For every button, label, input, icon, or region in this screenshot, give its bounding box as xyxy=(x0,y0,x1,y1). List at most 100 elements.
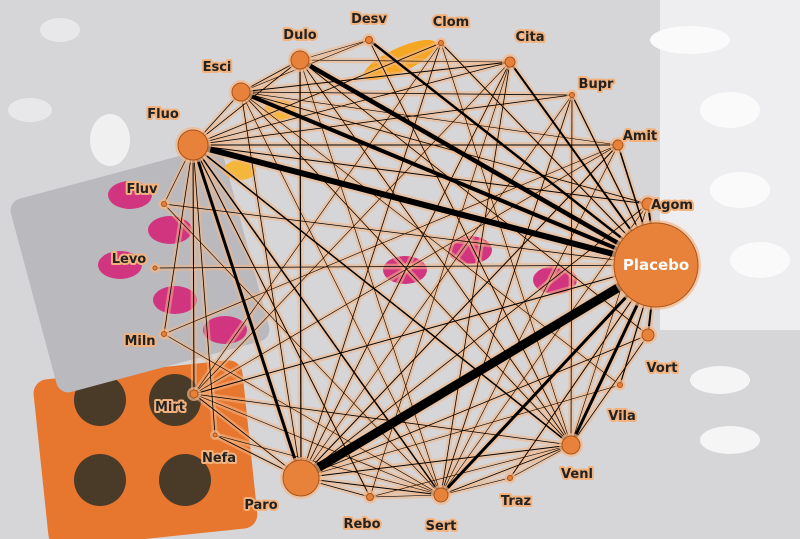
edge-vila-paro xyxy=(300,384,621,479)
edge-rebo-venl xyxy=(369,444,572,498)
edge-fluo-clom xyxy=(192,42,442,146)
node-label-venl: Venl xyxy=(561,467,593,482)
node-cita[interactable] xyxy=(504,56,516,68)
edge-fluo-mirt xyxy=(192,144,195,395)
edge-paro-vort xyxy=(300,334,649,479)
edge-fluo-venl xyxy=(192,144,572,446)
edge-dulo-sert xyxy=(299,59,442,496)
node-fluo[interactable] xyxy=(177,129,209,161)
node-agom[interactable] xyxy=(641,197,655,211)
edge-fluo-placebo xyxy=(192,142,657,268)
edge-sert-traz xyxy=(440,477,511,496)
node-label-cita: Cita xyxy=(516,30,545,45)
edge-fluo-sert xyxy=(192,144,442,496)
node-bupr[interactable] xyxy=(569,92,575,98)
node-label-fluv: Fluv xyxy=(126,182,158,197)
edge-bupr-venl xyxy=(570,94,573,446)
node-clom[interactable] xyxy=(438,40,444,46)
edge-paro-sert xyxy=(300,477,442,496)
edge-fluv-placebo xyxy=(163,203,657,266)
edge-fluo-agom xyxy=(192,144,649,205)
edge-fluo-bupr xyxy=(192,94,573,146)
node-label-miln: Miln xyxy=(124,334,155,349)
edge-fluo-rebo xyxy=(192,144,371,498)
node-label-fluo: Fluo xyxy=(147,107,179,122)
edge-paro-bupr xyxy=(300,94,573,479)
edge-fluo-nefa xyxy=(192,144,216,436)
node-nefa[interactable] xyxy=(212,432,218,438)
node-label-placebo: Placebo xyxy=(623,256,689,274)
edge-clom-placebo xyxy=(440,42,657,266)
node-label-agom: Agom xyxy=(651,198,693,213)
node-dulo[interactable] xyxy=(290,50,310,70)
edge-dulo-cita xyxy=(299,59,511,63)
edge-fluo-cita xyxy=(192,61,511,146)
edge-amit-sert xyxy=(440,144,619,496)
node-label-traz: Traz xyxy=(501,494,531,509)
node-label-nefa: Nefa xyxy=(202,451,236,466)
node-desv[interactable] xyxy=(365,36,373,44)
edge-dulo-vort xyxy=(299,59,649,336)
edge-vila-esci xyxy=(240,91,621,386)
edge-fluo-miln xyxy=(163,144,194,335)
edge-esci-bupr xyxy=(240,91,573,96)
edge-cita-sert xyxy=(440,61,511,496)
node-rebo[interactable] xyxy=(366,493,374,501)
node-vila[interactable] xyxy=(617,382,623,388)
edge-mirt-venl xyxy=(193,393,572,446)
edge-vort-venl xyxy=(570,334,649,446)
edge-amit-miln xyxy=(163,144,619,335)
edge-esci-agom xyxy=(240,91,649,205)
node-label-rebo: Rebo xyxy=(343,517,380,532)
node-label-amit: Amit xyxy=(623,129,657,144)
edge-mirt-sert xyxy=(193,393,442,496)
node-fluv[interactable] xyxy=(161,201,167,207)
node-label-paro: Paro xyxy=(244,498,277,513)
edge-paro-venl xyxy=(300,444,572,479)
node-sert[interactable] xyxy=(433,487,449,503)
node-label-dulo: Dulo xyxy=(283,28,317,43)
edge-fluv-sert xyxy=(163,203,442,496)
node-placebo[interactable] xyxy=(613,222,699,308)
node-traz[interactable] xyxy=(507,475,513,481)
node-label-sert: Sert xyxy=(426,519,457,534)
edge-clom-venl xyxy=(440,42,572,446)
edge-amit-mirt xyxy=(193,144,619,395)
node-label-esci: Esci xyxy=(203,60,232,75)
edge-levo-placebo xyxy=(154,264,657,269)
node-label-clom: Clom xyxy=(433,15,469,30)
node-miln[interactable] xyxy=(161,331,167,337)
edge-esci-amit xyxy=(240,91,619,146)
edge-bupr-sert xyxy=(440,94,573,496)
node-esci[interactable] xyxy=(231,82,251,102)
node-label-vort: Vort xyxy=(647,361,678,376)
edge-miln-sert xyxy=(163,333,442,496)
edge-cita-mirt xyxy=(193,61,511,395)
node-label-bupr: Bupr xyxy=(579,77,614,92)
edge-paro-amit xyxy=(300,144,619,479)
edge-esci-sert xyxy=(240,91,442,496)
edge-paro-clom xyxy=(300,42,442,479)
node-label-vila: Vila xyxy=(608,409,636,424)
edge-cita-rebo xyxy=(369,61,511,498)
node-mirt[interactable] xyxy=(189,389,199,399)
edge-sert-venl xyxy=(440,444,572,496)
edge-desv-venl xyxy=(368,39,572,446)
edge-rebo-sert xyxy=(369,494,442,498)
edge-paro-mirt xyxy=(193,393,302,479)
node-vort[interactable] xyxy=(641,328,655,342)
edge-nefa-sert xyxy=(214,434,442,496)
node-venl[interactable] xyxy=(561,435,581,455)
node-paro[interactable] xyxy=(282,459,320,497)
edge-paro-agom xyxy=(300,203,649,479)
edge-clom-mirt xyxy=(193,42,442,395)
edge-esci-cita xyxy=(240,61,511,93)
node-label-desv: Desv xyxy=(351,12,387,27)
edge-dulo-placebo xyxy=(298,58,658,267)
edge-esci-venl xyxy=(240,91,572,446)
node-amit[interactable] xyxy=(612,139,624,151)
edge-fluo-paro xyxy=(191,144,303,479)
node-levo[interactable] xyxy=(152,265,158,271)
node-label-levo: Levo xyxy=(112,252,147,267)
